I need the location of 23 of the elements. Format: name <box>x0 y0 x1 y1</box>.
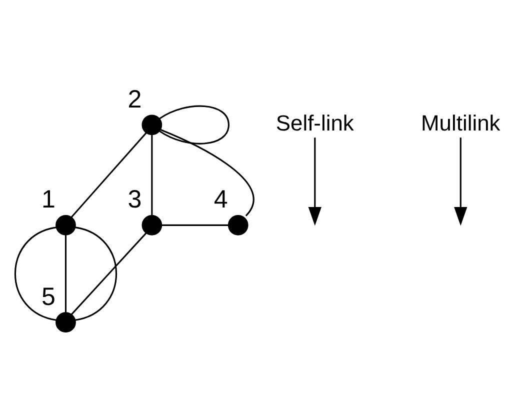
connector <box>14 226 57 321</box>
node-circle <box>142 114 162 136</box>
node-text: Multilink <box>421 110 500 136</box>
connector <box>161 224 229 226</box>
node-label: 4 <box>214 186 228 214</box>
connector <box>151 134 153 216</box>
connector <box>70 232 147 315</box>
node-label: 3 <box>128 186 142 214</box>
connector <box>74 226 117 321</box>
node-label: 1 <box>42 186 56 214</box>
connector <box>159 105 230 144</box>
node-label: 5 <box>42 282 56 311</box>
connector <box>160 129 254 216</box>
node-label: 2 <box>128 85 142 114</box>
connector <box>70 132 147 218</box>
node-text: Self-link <box>276 110 354 136</box>
arrow <box>454 138 468 226</box>
node-circle <box>56 312 76 333</box>
node-circle <box>56 214 76 236</box>
arrow <box>308 138 322 226</box>
node-circle <box>228 214 248 236</box>
node-circle <box>142 214 162 236</box>
connector <box>64 234 67 313</box>
